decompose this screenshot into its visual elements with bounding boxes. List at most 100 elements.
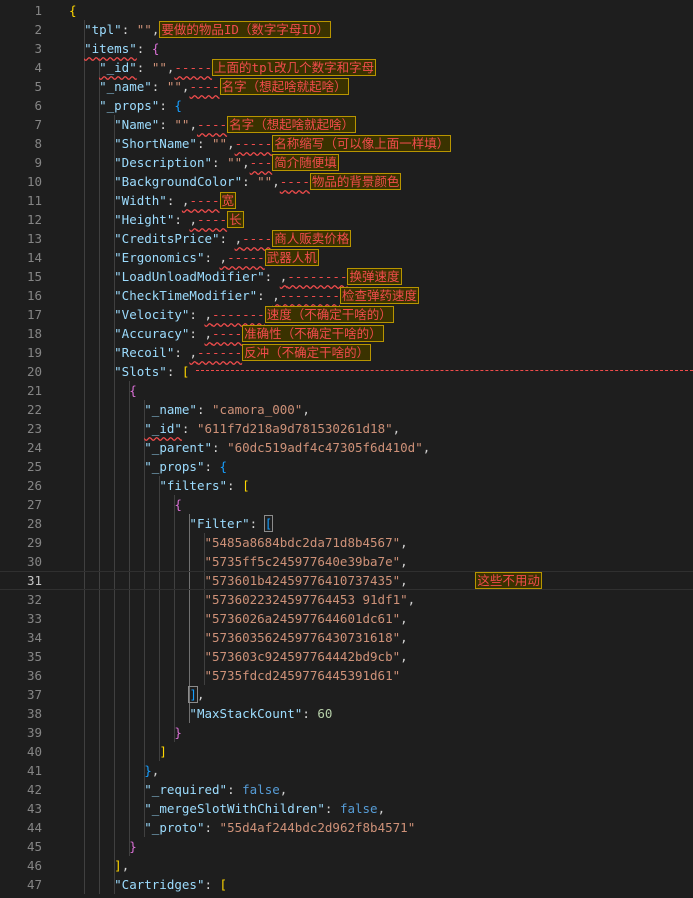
code-line[interactable]: 30 "5735ff5c245977640e39ba7e", xyxy=(0,552,693,571)
code-token: , xyxy=(422,440,431,455)
code-line[interactable]: 36 "5735fdcd2459776445391d61" xyxy=(0,666,693,685)
line-number: 2 xyxy=(34,22,42,37)
line-number: 14 xyxy=(26,250,42,265)
code-line[interactable]: 19 "Recoil": ,------反冲（不确定干啥的） xyxy=(0,343,693,362)
code-token xyxy=(69,573,204,588)
code-line[interactable]: 13 "CreditsPrice": ,----商人贩卖价格 xyxy=(0,229,693,248)
code-token: , xyxy=(151,763,160,778)
code-line[interactable]: 32 "5736022324597764453 91df1", xyxy=(0,590,693,609)
code-token: , xyxy=(400,630,408,645)
code-token: "Accuracy" xyxy=(114,326,190,341)
code-token xyxy=(69,136,114,151)
code-line[interactable]: 15 "LoadUnloadModifier": ,--------换弹速度 xyxy=(0,267,693,286)
line-code: ], xyxy=(69,685,204,704)
code-line[interactable]: 38 "MaxStackCount": 60 xyxy=(0,704,693,723)
line-code: "5735ff5c245977640e39ba7e", xyxy=(69,552,407,571)
indent-guide xyxy=(204,533,205,685)
code-line[interactable]: 37 ], xyxy=(0,685,693,704)
code-token: ---- xyxy=(189,193,220,208)
code-line[interactable]: 23 "_id": "611f7d218a9d781530261d18", xyxy=(0,419,693,438)
code-token: ---- xyxy=(242,231,273,246)
code-token: : xyxy=(249,516,265,531)
code-line[interactable]: 2 "tpl": "",要做的物品ID（数字字母ID） xyxy=(0,20,693,39)
code-line[interactable]: 34 "573603562459776430731618", xyxy=(0,628,693,647)
code-line[interactable]: 6 "_props": { xyxy=(0,96,693,115)
code-line[interactable]: 11 "Width": ,----宽 xyxy=(0,191,693,210)
code-line[interactable]: 35 "573603c924597764442bd9cb", xyxy=(0,647,693,666)
code-line[interactable]: 24 "_parent": "60dc519adf4c47305f6d410d"… xyxy=(0,438,693,457)
code-line[interactable]: 31 "573601b42459776410737435", 这些不用动 xyxy=(0,571,693,590)
line-code: { xyxy=(69,1,77,20)
code-token: "Filter" xyxy=(189,516,250,531)
line-code: } xyxy=(69,723,182,742)
code-token xyxy=(69,193,114,208)
line-number: 20 xyxy=(26,364,42,379)
code-line[interactable]: 29 "5485a8684bdc2da71d8b4567", xyxy=(0,533,693,552)
code-token: [ xyxy=(181,364,190,379)
code-token: : xyxy=(227,782,243,797)
code-line[interactable]: 40 ] xyxy=(0,742,693,761)
code-token: , xyxy=(242,155,250,170)
code-line[interactable]: 12 "Height": ,----长 xyxy=(0,210,693,229)
code-token: "_parent" xyxy=(144,440,212,455)
code-line[interactable]: 43 "_mergeSlotWithChildren": false, xyxy=(0,799,693,818)
code-token xyxy=(69,725,174,740)
code-token: , xyxy=(227,136,235,151)
code-line[interactable]: 3 "items": { xyxy=(0,39,693,58)
code-token xyxy=(69,649,204,664)
line-number: 18 xyxy=(26,326,42,341)
code-line[interactable]: 46 ], xyxy=(0,856,693,875)
code-line[interactable]: 27 { xyxy=(0,495,693,514)
code-line[interactable]: 33 "5736026a245977644601dc61", xyxy=(0,609,693,628)
code-token: : xyxy=(181,421,197,436)
line-number: 17 xyxy=(26,307,42,322)
code-line[interactable]: 44 "_proto": "55d4af244bdc2d962f8b4571" xyxy=(0,818,693,837)
code-token xyxy=(69,364,114,379)
code-line[interactable]: 17 "Velocity": ,-------速度（不确定干啥的） xyxy=(0,305,693,324)
code-line[interactable]: 14 "Ergonomics": ,-----武器人机 xyxy=(0,248,693,267)
annotation-note: 物品的背景颜色 xyxy=(309,173,402,190)
code-line[interactable]: 8 "ShortName": "",-----名称缩写（可以像上面一样填） xyxy=(0,134,693,153)
code-line[interactable]: 45 } xyxy=(0,837,693,856)
code-token xyxy=(69,763,144,778)
line-code: ] xyxy=(69,742,167,761)
code-line[interactable]: 26 "filters": [ xyxy=(0,476,693,495)
code-line[interactable]: 42 "_required": false, xyxy=(0,780,693,799)
code-token: "_id" xyxy=(99,60,137,75)
code-token: : xyxy=(204,459,220,474)
code-line[interactable]: 47 "Cartridges": [ xyxy=(0,875,693,894)
code-line[interactable]: 10 "BackgroundColor": "",----物品的背景颜色 xyxy=(0,172,693,191)
code-token xyxy=(69,231,114,246)
code-line[interactable]: 25 "_props": { xyxy=(0,457,693,476)
line-number: 47 xyxy=(26,877,42,892)
code-token: } xyxy=(129,839,137,854)
code-token xyxy=(69,79,99,94)
code-token: , xyxy=(279,782,288,797)
code-line[interactable]: 7 "Name": "",----名字（想起啥就起啥） xyxy=(0,115,693,134)
line-code: "Filter": [ xyxy=(69,514,274,533)
code-token xyxy=(69,687,189,702)
code-line[interactable]: 1{ xyxy=(0,1,693,20)
code-line[interactable]: 20 "Slots": [ xyxy=(0,362,693,381)
annotation-note: 这些不用动 xyxy=(475,572,542,589)
code-line[interactable]: 18 "Accuracy": ,----准确性（不确定干啥的） xyxy=(0,324,693,343)
code-token: [ xyxy=(263,515,274,532)
code-token: "Velocity" xyxy=(114,307,190,322)
code-line[interactable]: 22 "_name": "camora_000", xyxy=(0,400,693,419)
code-token: : xyxy=(204,877,220,892)
code-line[interactable]: 16 "CheckTimeModifier": ,--------检查弹药速度 xyxy=(0,286,693,305)
code-line[interactable]: 28 "Filter": [ xyxy=(0,514,693,533)
code-line[interactable]: 41 }, xyxy=(0,761,693,780)
line-number: 21 xyxy=(26,383,42,398)
line-code: "Height": ,----长 xyxy=(69,210,244,229)
code-token: , xyxy=(400,611,408,626)
code-line[interactable]: 9 "Description": "",---简介随便填 xyxy=(0,153,693,172)
line-number: 5 xyxy=(34,79,42,94)
code-line[interactable]: 5 "_name": "",----名字（想起啥就起啥） xyxy=(0,77,693,96)
code-line[interactable]: 39 } xyxy=(0,723,693,742)
line-code: "_proto": "55d4af244bdc2d962f8b4571" xyxy=(69,818,415,837)
code-line[interactable]: 21 { xyxy=(0,381,693,400)
code-token: "_mergeSlotWithChildren" xyxy=(144,801,325,816)
code-line[interactable]: 4 "_id": "",-----上面的tpl改几个数字和字母 xyxy=(0,58,693,77)
